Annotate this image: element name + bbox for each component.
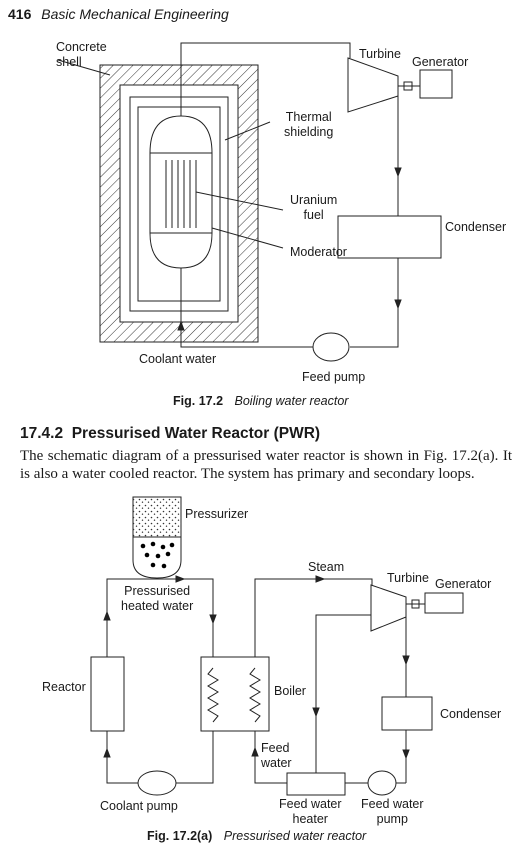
steam-line [254,578,373,657]
pressurizer-bubbles [140,541,175,569]
label-generator-2: Generator [435,577,492,591]
leader-moderator [211,227,284,249]
generator-2 [424,592,464,614]
section-paragraph: The schematic diagram of a pressurised w… [20,448,512,482]
caption-text: Boiling water reactor [234,394,349,408]
thermal-shielding-inner [137,106,221,302]
caption-number-2: Fig. 17.2(a) [147,829,213,843]
fig-caption-17-2: Fig. 17.2 Boiling water reactor [173,394,348,408]
fig-pressurised-water-reactor [90,496,464,796]
label-concrete-shell: Concrete shell [56,40,107,69]
label-reactor: Reactor [42,680,86,694]
condenser-1 [337,215,442,259]
boiler [200,656,270,732]
steam-pipe [180,42,351,116]
coolant-return-pipe [180,268,313,348]
page-header: 416 Basic Mechanical Engineering [8,6,229,22]
concrete-shell [99,64,259,343]
coupling-2 [411,599,420,609]
primary-loop-cold-leg-left [106,731,138,784]
generator-1 [419,69,453,99]
feed-water-pump [367,770,397,796]
label-uranium-fuel: Uranium fuel [290,193,338,222]
label-feed-pump-1: Feed pump [302,370,366,384]
caption-text-2: Pressurised water reactor [223,829,367,843]
label-condenser-1: Condenser [445,220,507,234]
fig-caption-17-2a: Fig. 17.2(a) Pressurised water reactor [147,829,366,843]
thermal-shielding-outer [129,96,229,312]
reactor-vessel [149,115,213,269]
label-coolant-pump: Coolant pump [100,799,178,813]
feed-water-heater [286,772,346,796]
label-pressurizer: Pressurizer [185,507,249,521]
coupling-1 [403,81,413,91]
label-pressurised-heated-water: Pressurised heated water [121,584,194,613]
label-thermal-shielding: Thermal shielding [284,110,334,139]
uranium-fuel-rods [165,160,197,228]
fig-boiling-water-reactor [57,42,453,362]
turbine-2 [370,584,407,632]
boiler-coil-secondary [249,667,261,723]
condenser-2 [381,696,433,731]
label-feed-water-heater: Feed water heater [279,797,342,826]
section-heading: 17.4.2 Pressurised Water Reactor (PWR) [20,425,321,442]
label-boiler: Boiler [274,684,306,698]
coolant-pump [137,770,177,796]
label-generator-1: Generator [412,55,469,69]
label-steam: Steam [308,560,345,574]
page-number: 416 [8,6,32,22]
label-turbine-1: Turbine [359,47,401,61]
leader-thermal [224,121,271,141]
label-feed-water-pump: Feed water pump [361,797,424,826]
leader-concrete [57,59,111,76]
turbine-1 [347,57,399,113]
bleed-steam-line [315,614,371,773]
reactor-core-2 [90,656,125,732]
leader-uranium [195,191,284,211]
caption-number: Fig. 17.2 [173,394,224,408]
boiler-coil-primary [207,667,219,723]
label-coolant-water: Coolant water [139,352,217,366]
label-condenser-2: Condenser [440,707,502,721]
condenser-out-pipe [350,258,399,348]
primary-loop-cold-leg-right [176,731,214,784]
label-moderator: Moderator [290,245,347,259]
book-title: Basic Mechanical Engineering [41,6,229,22]
label-turbine-2: Turbine [387,571,429,585]
feed-pump-1 [312,332,350,362]
label-feed-water: Feed water [261,741,292,770]
